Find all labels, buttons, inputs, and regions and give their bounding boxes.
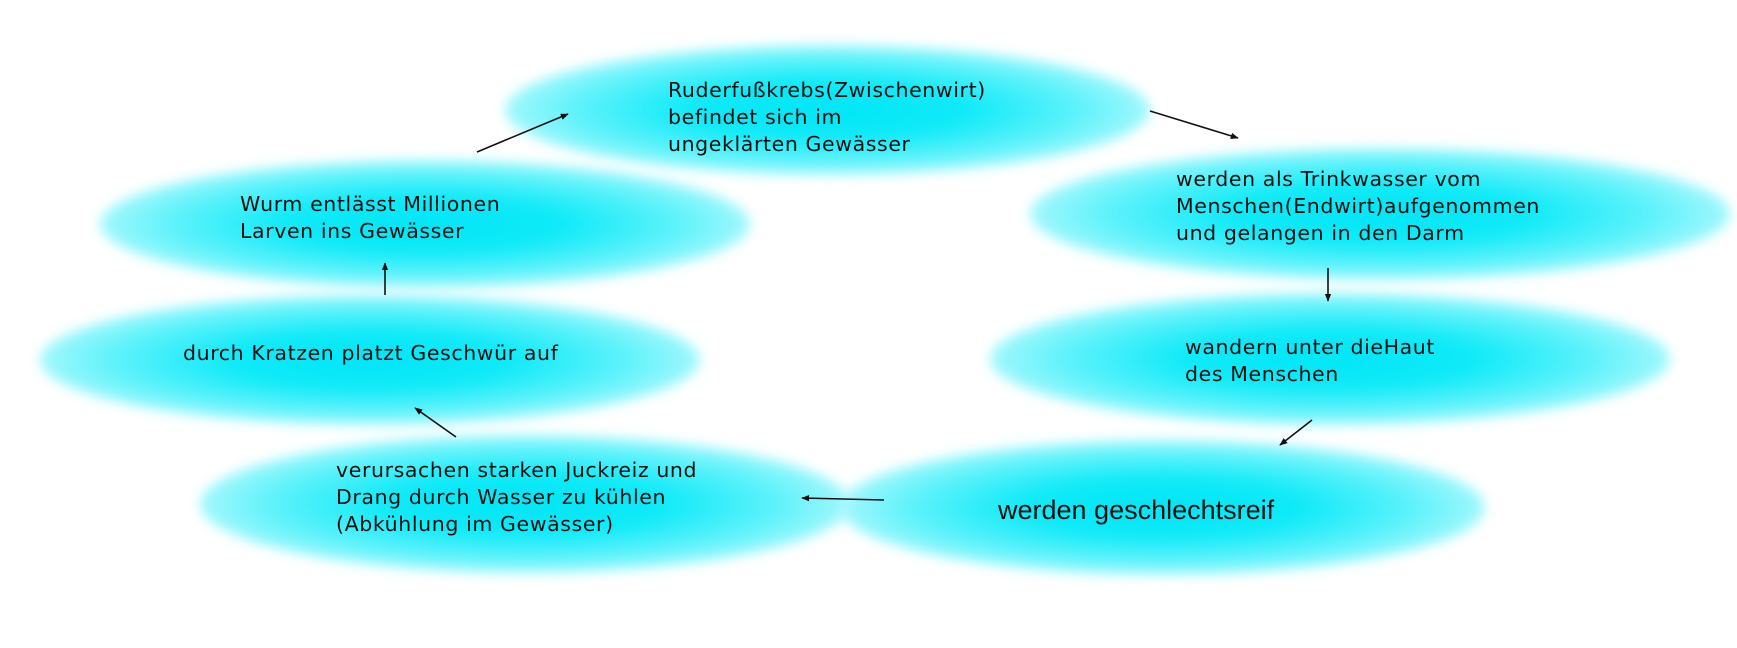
arrow-juckreiz-to-geschwuer bbox=[414, 407, 457, 438]
node-zwischenwirt-label: Ruderfußkrebs(Zwischenwirt) befindet sic… bbox=[668, 78, 986, 156]
arrow-zwischenwirt-to-trinkwasser bbox=[1149, 110, 1239, 139]
node-juckreiz-label: verursachen starken Juckreiz und Drang d… bbox=[336, 458, 698, 536]
node-larven-label: Wurm entlässt Millionen Larven ins Gewäs… bbox=[240, 192, 501, 243]
node-trinkwasser-label: werden als Trinkwasser vom Menschen(Endw… bbox=[1176, 167, 1540, 245]
node-haut-blob bbox=[990, 293, 1670, 425]
node-geschlechtsreif-label: werden geschlechtsreif bbox=[998, 495, 1275, 525]
node-larven-blob bbox=[100, 160, 750, 288]
node-geschwuer-label: durch Kratzen platzt Geschwür auf bbox=[183, 341, 559, 365]
node-haut-label: wandern unter dieHaut des Menschen bbox=[1185, 335, 1436, 386]
node-geschwuer-blob bbox=[40, 295, 700, 425]
node-juckreiz-blob bbox=[200, 435, 850, 573]
node-zwischenwirt-blob bbox=[505, 45, 1150, 175]
arrow-haut-to-geschlechtsreif bbox=[1279, 419, 1313, 446]
node-geschlechtsreif-blob bbox=[840, 440, 1485, 575]
arrow-geschlechtsreif-to-juckreiz bbox=[801, 494, 885, 502]
arrow-larven-to-zwischenwirt bbox=[476, 113, 569, 153]
node-trinkwasser-blob bbox=[1030, 148, 1730, 280]
